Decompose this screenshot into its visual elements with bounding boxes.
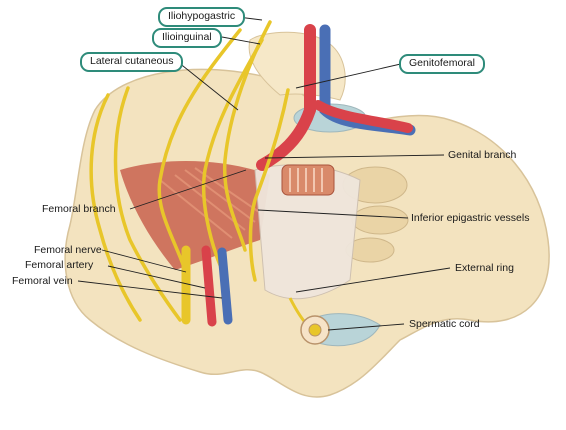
- label-genitofemoral: Genitofemoral: [399, 54, 485, 74]
- label-femoral-artery: Femoral artery: [25, 259, 94, 271]
- label-femoral-vein: Femoral vein: [12, 275, 73, 287]
- label-spermatic-cord: Spermatic cord: [409, 318, 480, 330]
- label-ilioinguinal: Ilioinguinal: [152, 28, 222, 48]
- spermatic-cord: [288, 297, 330, 345]
- label-femoral-nerve: Femoral nerve: [34, 244, 102, 256]
- leader-lines: [77, 16, 451, 331]
- label-genital-branch: Genital branch: [448, 149, 517, 161]
- label-iliohypogastric: Iliohypogastric: [158, 7, 246, 27]
- label-inferior-epigastric-vessels: Inferior epigastric vessels: [411, 212, 530, 224]
- label-lateral-cutaneous: Lateral cutaneous: [80, 52, 184, 72]
- nerves: [89, 20, 290, 322]
- femoral-vessels: [181, 245, 233, 327]
- label-femoral-branch: Femoral branch: [42, 203, 116, 215]
- label-external-ring: External ring: [455, 262, 514, 274]
